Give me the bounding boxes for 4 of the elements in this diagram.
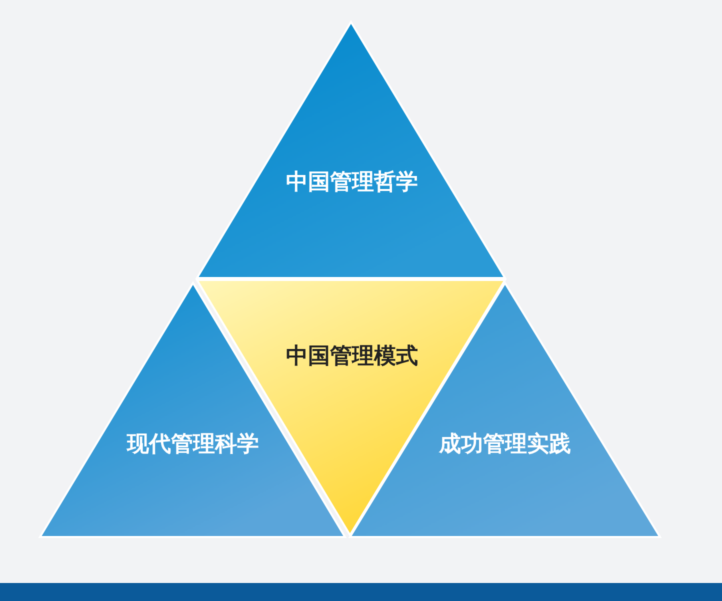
triangle-label: 现代管理科学 — [127, 432, 259, 458]
triangle-label: 中国管理哲学 — [286, 170, 418, 196]
triangle-label: 成功管理实践 — [439, 432, 571, 458]
triangle-label: 中国管理模式 — [286, 344, 418, 370]
